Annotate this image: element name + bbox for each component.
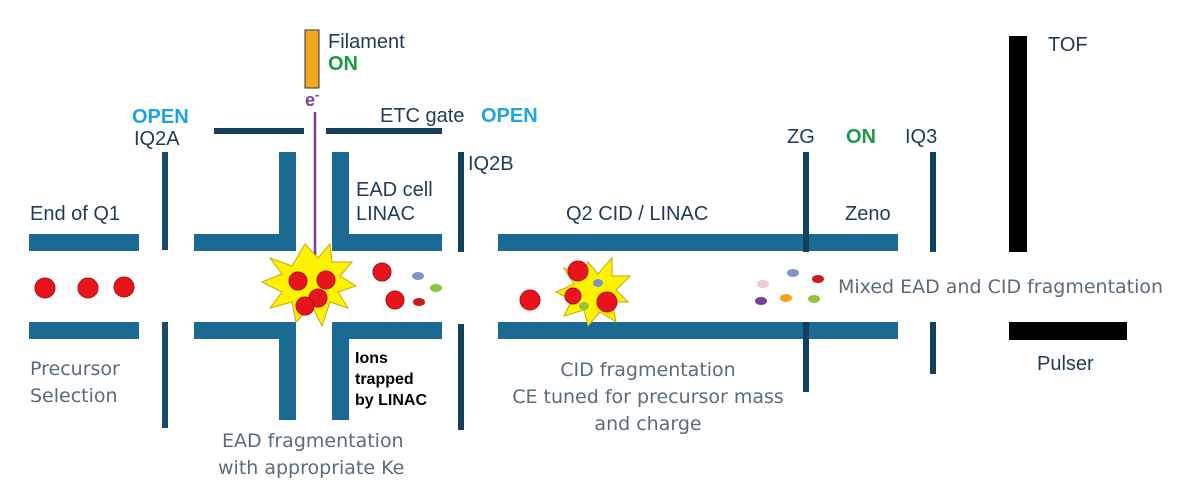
ion bbox=[316, 270, 336, 290]
cid-fragmentation-line3: and charge bbox=[594, 413, 701, 435]
tof-label: TOF bbox=[1048, 34, 1088, 56]
zg-lens-bottom bbox=[803, 322, 809, 392]
ions-trapped-line1: Ions bbox=[355, 350, 388, 367]
ion bbox=[288, 271, 308, 291]
ead-rod-bottom-right-h bbox=[332, 322, 442, 339]
q2-cid-linac-label: Q2 CID / LINAC bbox=[566, 203, 708, 225]
electron-symbol: e- bbox=[305, 87, 319, 110]
fragment bbox=[593, 279, 603, 287]
fragment bbox=[430, 284, 442, 292]
linac-label: LINAC bbox=[356, 203, 415, 225]
fragment bbox=[780, 294, 792, 302]
iq2a-label: IQ2A bbox=[134, 128, 180, 150]
pulser-plate bbox=[1009, 322, 1127, 340]
end-of-q1-label: End of Q1 bbox=[30, 203, 120, 225]
ead-rod-bottom-right-v bbox=[332, 322, 349, 420]
iq2a-open-status: OPEN bbox=[132, 106, 189, 128]
cid-fragmentation-line1: CID fragmentation bbox=[560, 359, 735, 381]
precursor-label-line2: Selection bbox=[30, 385, 118, 407]
fragment bbox=[808, 295, 820, 303]
ion bbox=[295, 296, 315, 316]
ead-fragmentation-line1: EAD fragmentation bbox=[222, 430, 404, 452]
ions-trapped-line2: trapped bbox=[355, 371, 414, 388]
ead-rod-bottom-left-v bbox=[279, 322, 296, 420]
iq2b-lens-top bbox=[458, 152, 464, 252]
fragment bbox=[413, 298, 425, 306]
mixed-fragments bbox=[755, 269, 824, 305]
ion bbox=[34, 277, 56, 299]
etc-gate-right bbox=[326, 128, 442, 134]
q1-rod-bottom bbox=[29, 322, 139, 339]
ead-rod-top-right-v bbox=[332, 152, 349, 251]
fragment bbox=[755, 297, 767, 305]
zg-label: ZG bbox=[787, 126, 815, 148]
fragment bbox=[412, 272, 424, 280]
fragment bbox=[757, 280, 769, 288]
iq2b-label: IQ2B bbox=[468, 153, 514, 175]
iq2a-lens-top bbox=[162, 152, 168, 250]
ead-cell-label: EAD cell bbox=[356, 179, 433, 201]
electron-letter: e bbox=[305, 90, 315, 110]
cid-fragmentation-line2: CE tuned for precursor mass bbox=[512, 386, 784, 408]
zg-lens-top bbox=[803, 152, 809, 252]
ead-rod-top-left-h bbox=[194, 234, 296, 251]
ion bbox=[77, 277, 99, 299]
iq2b-lens-bottom bbox=[458, 324, 464, 430]
precursor-ions bbox=[34, 276, 135, 299]
filament-bar bbox=[304, 29, 320, 89]
iq2a-lens-bottom bbox=[162, 322, 168, 428]
precursor-label-line1: Precursor bbox=[30, 358, 120, 380]
fragment bbox=[787, 269, 799, 277]
pulser-label: Pulser bbox=[1037, 353, 1094, 375]
filament-on-status: ON bbox=[328, 53, 358, 75]
ead-rod-top-left-v bbox=[279, 152, 296, 251]
ead-label-box bbox=[350, 340, 444, 420]
filament-label: Filament bbox=[328, 31, 405, 53]
q2-rod-top bbox=[498, 234, 898, 251]
ions-trapped-line3: by LINAC bbox=[355, 392, 427, 409]
ead-fragmentation-line2: with appropriate Ke bbox=[218, 457, 404, 479]
etc-gate-open-status: OPEN bbox=[481, 105, 538, 127]
tof-plate bbox=[1009, 36, 1027, 252]
fragment bbox=[812, 275, 824, 283]
iq3-lens-top bbox=[930, 152, 936, 252]
q1-rod-top bbox=[29, 234, 139, 251]
q2-rod-bottom bbox=[498, 322, 898, 339]
ion bbox=[567, 260, 589, 282]
ead-rod-bottom-left-h bbox=[194, 322, 296, 339]
ion bbox=[596, 291, 618, 313]
ead-fragment-ions bbox=[372, 262, 442, 310]
ead-burst bbox=[260, 242, 358, 328]
ion bbox=[385, 290, 405, 310]
iq3-lens-bottom bbox=[930, 322, 936, 374]
ion bbox=[372, 262, 392, 282]
ion bbox=[113, 276, 135, 298]
ion bbox=[519, 289, 541, 311]
ead-rod-top-right-h bbox=[332, 234, 442, 251]
fragment bbox=[579, 302, 589, 310]
etc-gate-left bbox=[214, 128, 304, 134]
mixed-fragmentation-label: Mixed EAD and CID fragmentation bbox=[838, 276, 1163, 298]
ion bbox=[564, 287, 582, 305]
electron-superscript: - bbox=[315, 87, 319, 102]
etc-gate-label: ETC gate bbox=[380, 105, 464, 127]
zg-on-status: ON bbox=[846, 126, 876, 148]
zeno-label: Zeno bbox=[845, 203, 891, 225]
iq3-label: IQ3 bbox=[905, 126, 937, 148]
